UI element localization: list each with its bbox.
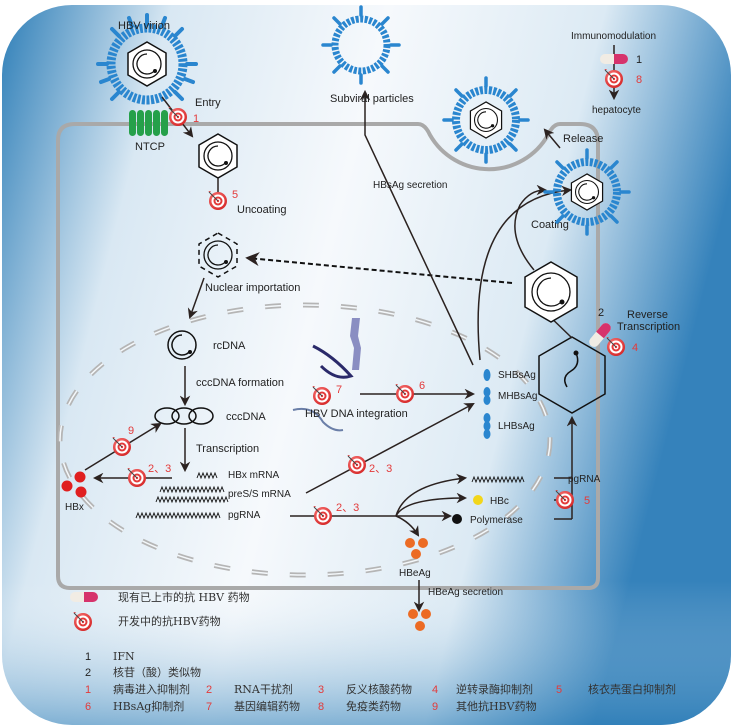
target-pgrna-number: 2、3 <box>336 502 359 514</box>
pgrna-right-label: pgRNA <box>568 474 601 485</box>
legend-dev-text: 免疫类药物 <box>346 699 401 713</box>
legend-dev-text: HBsAg抑制剂 <box>113 699 184 713</box>
legend-dev-num: 6 <box>85 701 91 713</box>
transcription-label: Transcription <box>196 443 259 455</box>
hbeag-secretion-label: HBeAg secretion <box>428 587 503 598</box>
target-rt-number: 4 <box>632 342 638 354</box>
legend-dev-text: 核衣壳蛋白抑制剂 <box>588 682 676 696</box>
legend-dev-text: 病毒进入抑制剂 <box>113 682 190 696</box>
target-immuno-number: 8 <box>636 74 642 86</box>
legend-dev-num: 5 <box>556 684 562 696</box>
legend-dev-text: 反义核酸药物 <box>346 682 412 696</box>
legend-dev-num: 8 <box>318 701 324 713</box>
released-virion <box>442 76 530 164</box>
lhbsag-label: LHBsAg <box>498 421 535 432</box>
target-integration-number: 7 <box>336 384 342 396</box>
hbx-mrna-wave <box>196 471 218 480</box>
legend-approved-text: 核苷（酸）类似物 <box>113 665 201 679</box>
target-cccdna-number: 9 <box>128 425 134 437</box>
release-label: Release <box>563 133 603 145</box>
pgrna-label: pgRNA <box>228 510 261 521</box>
hbeag-inside <box>405 538 428 559</box>
reverse-transcription-label-2: Transcription <box>617 321 680 333</box>
uncoating-label: Uncoating <box>237 204 287 216</box>
pgrna-right-wave <box>471 475 525 484</box>
pill-rt-number: 2 <box>598 307 604 319</box>
entry-label: Entry <box>195 97 221 109</box>
hbv-virion <box>96 13 198 105</box>
legend-dev-num: 1 <box>85 684 91 696</box>
hbv-dna-integration-label: HBV DNA integration <box>305 408 408 420</box>
target-uncoating-number: 5 <box>232 189 238 201</box>
mature-capsid-icon <box>524 261 578 323</box>
uncoated-capsid-icon <box>198 232 238 278</box>
legend-approved-text: IFN <box>113 650 135 663</box>
target-pres-rna-number: 2、3 <box>369 463 392 475</box>
ntcp-label: NTCP <box>135 141 165 153</box>
immature-capsid-icon <box>538 336 606 414</box>
hepatocyte-label: hepatocyte <box>592 105 641 116</box>
cccdna-formation-label: cccDNA formation <box>196 377 284 389</box>
hbsag-secretion-label: HBsAg secretion <box>373 180 447 191</box>
mhbsag-label: MHBsAg <box>498 391 537 402</box>
legend-pill-text: 现有已上市的抗 HBV 药物 <box>118 590 250 604</box>
hbeag-label: HBeAg <box>399 568 431 579</box>
legend-dev-text: 基因编辑药物 <box>234 699 300 713</box>
legend-dev-num: 2 <box>206 684 212 696</box>
legend-dev-text: 其他抗HBV药物 <box>456 699 537 713</box>
ntcp-receptor <box>129 110 168 136</box>
pres-mrna-label: preS/S mRNA <box>228 489 291 500</box>
hbc-dot <box>473 495 483 505</box>
hbv-virion-label: HBV virion <box>118 20 170 32</box>
polymerase-dot <box>452 514 462 524</box>
rcdna-icon <box>167 330 197 360</box>
coating-label: Coating <box>531 219 569 231</box>
polymerase-label: Polymerase <box>470 515 523 526</box>
hbx-label: HBx <box>65 502 84 513</box>
target-hbsag-number: 6 <box>419 380 425 392</box>
legend-dev-num: 3 <box>318 684 324 696</box>
legend-dev-num: 4 <box>432 684 438 696</box>
legend-dev-num: 7 <box>206 701 212 713</box>
cccdna-icon <box>154 407 214 425</box>
hbx-protein <box>61 471 87 498</box>
legend-approved-num: 1 <box>85 651 91 663</box>
legend-dev-text: RNA干扰剂 <box>234 682 293 696</box>
pgrna-wave <box>135 511 221 520</box>
pres-mrna-wave <box>155 485 229 504</box>
reverse-transcription-label-1: Reverse <box>627 309 668 321</box>
target-hbx-rna-number: 2、3 <box>148 463 171 475</box>
cell-membrane <box>56 122 600 590</box>
hbeag-secreted <box>408 609 431 631</box>
pill-immuno-icon <box>600 54 628 64</box>
hbsag-proteins <box>483 369 491 439</box>
cccdna-label: cccDNA <box>226 411 266 423</box>
hbx-mrna-label: HBx mRNA <box>228 470 279 481</box>
legend-dev-text: 逆转录酶抑制剂 <box>456 682 533 696</box>
nuclear-importation-label: Nuclear importation <box>205 282 300 294</box>
target-entry-number: 1 <box>193 113 199 125</box>
legend: 现有已上市的抗 HBV 药物 开发中的抗HBV药物 1 IFN 2 核苷（酸）类… <box>70 590 676 713</box>
chromosome-icon <box>292 318 361 432</box>
subviral-particle <box>321 5 401 85</box>
legend-target-text: 开发中的抗HBV药物 <box>118 614 221 628</box>
immunomodulation-label: Immunomodulation <box>571 31 656 42</box>
hbc-label: HBc <box>490 496 509 507</box>
legend-approved-num: 2 <box>85 667 91 679</box>
subviral-particles-label: Subviral particles <box>330 93 414 105</box>
legend-dev-num: 9 <box>432 701 438 713</box>
rcdna-label: rcDNA <box>213 340 246 352</box>
shbsag-label: SHBsAg <box>498 370 536 381</box>
legend-pill-icon <box>70 592 98 602</box>
pill-immuno-number: 1 <box>636 54 642 66</box>
budding-virion <box>543 148 631 236</box>
target-capsid-number: 5 <box>584 495 590 507</box>
